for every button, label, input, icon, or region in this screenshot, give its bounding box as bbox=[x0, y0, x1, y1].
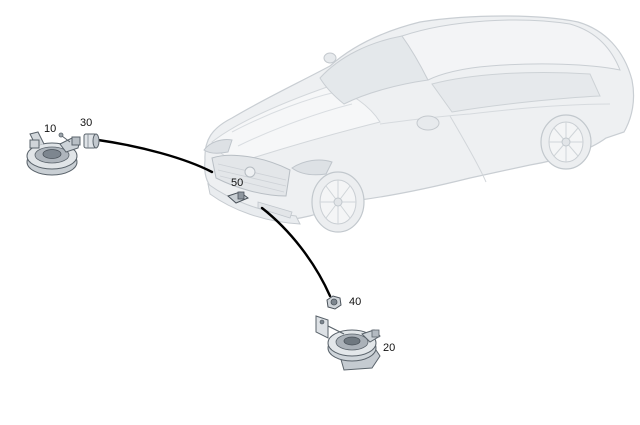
callout-labels: 10 30 50 40 20 bbox=[44, 117, 395, 354]
vehicle-illustration bbox=[203, 15, 635, 233]
part-30-connector bbox=[83, 133, 100, 149]
leader-line-horn-left bbox=[96, 138, 214, 174]
vehicle-mirror-left bbox=[323, 52, 337, 64]
leader-lines bbox=[96, 138, 332, 298]
callout-30: 30 bbox=[80, 117, 92, 129]
part-40-nut bbox=[326, 295, 342, 310]
part-10-horn bbox=[26, 131, 81, 176]
vehicle-roof bbox=[401, 19, 621, 81]
callout-20: 20 bbox=[383, 342, 395, 354]
callout-50: 50 bbox=[231, 177, 243, 189]
vehicle-headlight-right bbox=[291, 159, 333, 176]
vehicle-emblem bbox=[244, 166, 256, 178]
leader-line-horn-right bbox=[260, 206, 332, 298]
part-20-horn bbox=[315, 315, 381, 371]
vehicle-rear-wheel bbox=[540, 114, 592, 170]
callout-10: 10 bbox=[44, 123, 56, 135]
callout-40: 40 bbox=[349, 296, 361, 308]
vehicle-side-window bbox=[431, 71, 601, 113]
vehicle-mirror-right bbox=[416, 115, 440, 131]
vehicle-headlight-left bbox=[203, 139, 233, 154]
vehicle-front-wheel bbox=[311, 171, 365, 233]
part-50-bolt bbox=[227, 191, 249, 204]
